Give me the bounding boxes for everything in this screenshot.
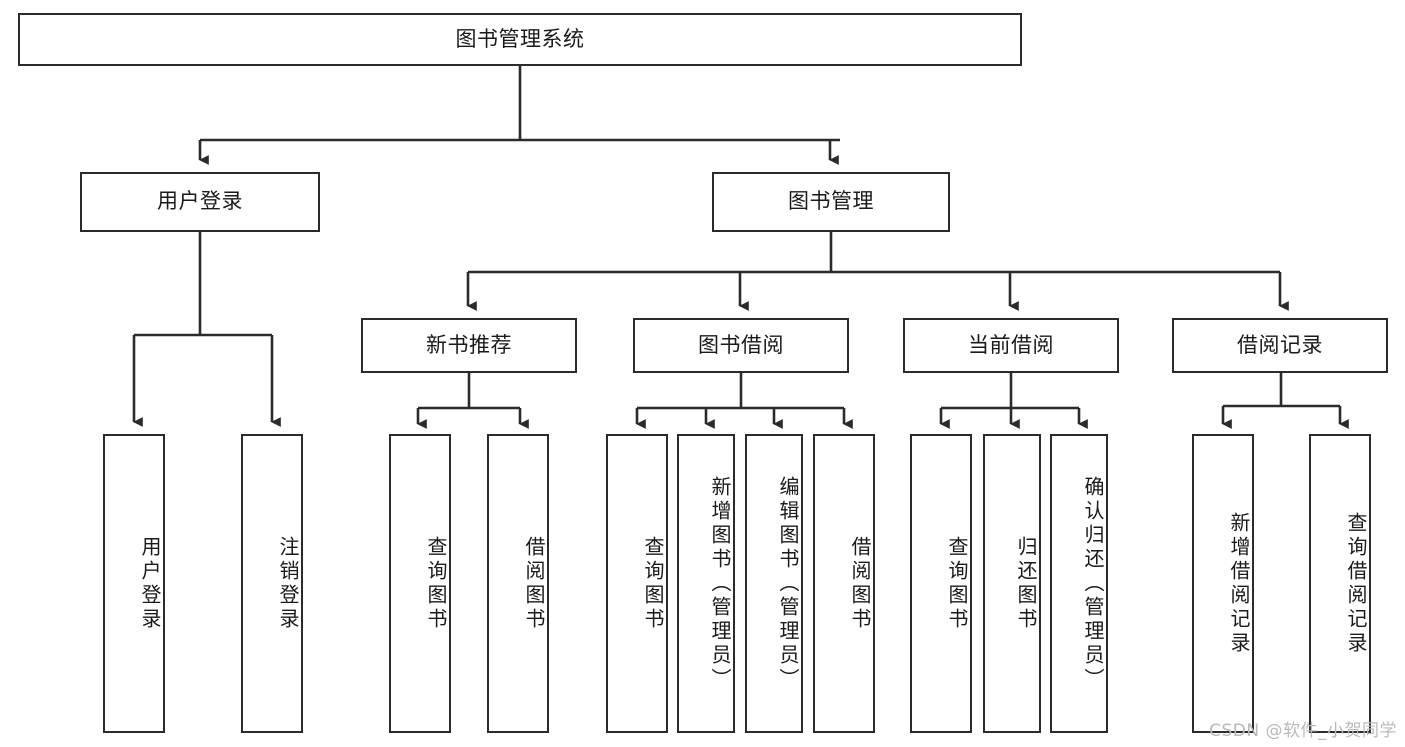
node-book-borrowing[interactable]: 图书借阅 [633,318,849,373]
node-borrowing-record[interactable]: 借阅记录 [1172,318,1388,373]
node-leaf-borrow-book-2[interactable]: 借阅图书 [813,434,875,733]
node-current-borrowing[interactable]: 当前借阅 [903,318,1119,373]
connector-group-book-manage [466,232,1289,311]
node-leaf-query-book-1[interactable]: 查询图书 [389,434,451,733]
node-leaf-query-book-2[interactable]: 查询图书 [606,434,668,733]
connector-group-root [198,66,840,165]
node-leaf-query-borrow-record[interactable]: 查询借阅记录 [1309,434,1371,733]
node-leaf-borrow-book-1[interactable]: 借阅图书 [487,434,549,733]
node-leaf-query-book-3[interactable]: 查询图书 [910,434,972,733]
node-leaf-confirm-return[interactable]: 确认归还（管理员） [1050,434,1108,733]
node-user-login[interactable]: 用户登录 [80,172,320,232]
node-leaf-edit-book[interactable]: 编辑图书（管理员） [745,434,803,733]
node-root-book-management-system[interactable]: 图书管理系统 [18,13,1022,66]
node-leaf-user-login[interactable]: 用户登录 [103,434,165,733]
connector-group-current-borrow [939,373,1088,429]
node-book-management[interactable]: 图书管理 [712,172,950,232]
node-leaf-user-logout[interactable]: 注销登录 [241,434,303,733]
node-leaf-add-borrow-record[interactable]: 新增借阅记录 [1192,434,1254,733]
node-leaf-add-book[interactable]: 新增图书（管理员） [677,434,735,733]
connector-group-borrow-record [1221,373,1349,429]
connector-group-new-book-recommend [416,373,529,429]
connector-group-book-borrow [635,373,853,429]
connector-group-user-login [132,232,281,427]
node-new-book-recommendation[interactable]: 新书推荐 [361,318,577,373]
node-leaf-return-book[interactable]: 归还图书 [983,434,1041,733]
